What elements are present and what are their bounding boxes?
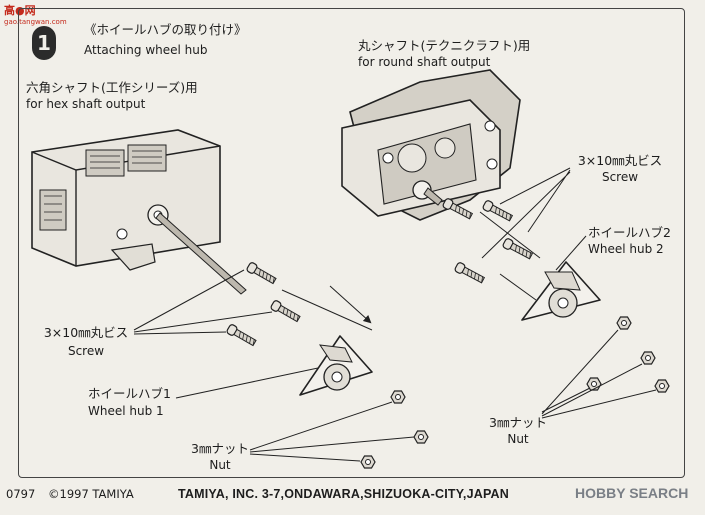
nut-left-label-en: Nut	[209, 458, 231, 472]
round-gearbox	[341, 69, 521, 221]
right-nuts	[586, 316, 670, 393]
step-number-badge: 1	[32, 26, 56, 60]
nut-right-label-jp: 3㎜ナット	[489, 415, 547, 430]
footer-copyright: ©1997 TAMIYA	[48, 487, 134, 501]
wheel-hub-1	[299, 335, 373, 396]
footer-company: TAMIYA, INC. 3-7,ONDAWARA,SHIZUOKA-CITY,…	[178, 487, 510, 501]
round-shaft-label-en: for round shaft output	[358, 55, 491, 69]
left-leader-lines	[133, 269, 415, 462]
hub1-label-jp: ホイールハブ1	[88, 386, 171, 401]
hobby-search-logo: HOBBY SEARCH	[575, 485, 689, 501]
hub1-label-en: Wheel hub 1	[88, 404, 164, 418]
step-title-en: Attaching wheel hub	[84, 43, 208, 57]
screw-right-label-jp: 3×10㎜丸ビス	[577, 153, 663, 168]
left-screws	[225, 261, 302, 348]
right-leader-lines	[479, 167, 657, 419]
footer-code: 0797	[6, 487, 36, 501]
left-nuts	[360, 390, 429, 469]
instruction-frame	[18, 8, 685, 478]
nut-right-label-en: Nut	[507, 432, 529, 446]
screw-left-label-jp: 3×10㎜丸ビス	[43, 325, 129, 340]
screw-right-label-en: Screw	[601, 170, 639, 184]
wheel-hub-2	[521, 261, 601, 321]
hub2-label-jp: ホイールハブ2	[588, 225, 671, 240]
hex-gearbox	[31, 129, 247, 295]
step-title-jp: 《ホイールハブの取り付け》	[84, 22, 247, 37]
round-shaft-label-jp: 丸シャフト(テクニクラフト)用	[358, 38, 531, 53]
screw-left-label-en: Screw	[67, 344, 105, 358]
hub2-label-en: Wheel hub 2	[588, 242, 664, 256]
hex-shaft-label-en: for hex shaft output	[26, 97, 146, 111]
hex-shaft-label-jp: 六角シャフト(工作シリーズ)用	[26, 80, 198, 95]
nut-left-label-jp: 3㎜ナット	[191, 441, 249, 456]
right-screws	[441, 197, 534, 286]
